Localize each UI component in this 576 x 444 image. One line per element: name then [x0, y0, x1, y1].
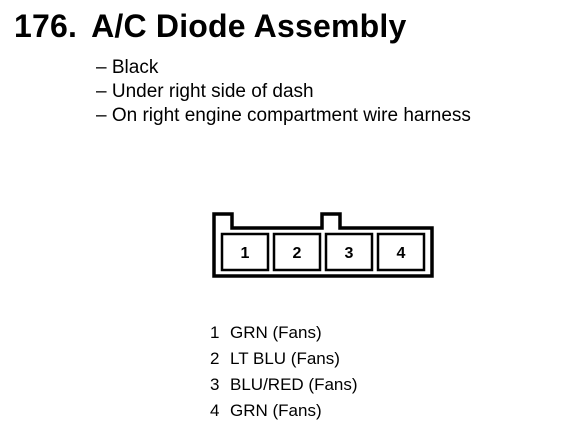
component-name: A/C Diode Assembly: [91, 8, 407, 44]
pin-row-number: 4: [210, 401, 220, 420]
pin-row-description: BLU/RED (Fans): [230, 375, 358, 394]
pin-row-3: 3 BLU/RED (Fans): [210, 372, 358, 398]
item-number: 176.: [14, 8, 78, 44]
component-notes: Black Under right side of dash On right …: [96, 56, 471, 128]
pin-cavity-3: [324, 232, 374, 272]
pin-label-1: 1: [241, 245, 250, 262]
pin-row-number: 1: [210, 323, 220, 342]
pin-row-2: 2 LT BLU (Fans): [210, 346, 358, 372]
note-location-harness: On right engine compartment wire harness: [96, 104, 471, 128]
pin-row-number: 2: [210, 349, 220, 368]
pin-label-2: 2: [293, 245, 302, 262]
pin-cavity-1: [220, 232, 270, 272]
pin-label-4: 4: [397, 245, 406, 262]
pin-label-3: 3: [345, 245, 354, 262]
pin-row-number: 3: [210, 375, 220, 394]
note-location-dash: Under right side of dash: [96, 80, 471, 104]
pin-row-1: 1 GRN (Fans): [210, 320, 358, 346]
note-color: Black: [96, 56, 471, 80]
pin-row-description: LT BLU (Fans): [230, 349, 340, 368]
page-title: 176. A/C Diode Assembly: [14, 8, 406, 45]
pin-cavity-2: [272, 232, 322, 272]
pin-row-description: GRN (Fans): [230, 323, 322, 342]
connector-housing: [212, 212, 434, 278]
connector-diagram: 1 2 3 4: [212, 212, 434, 278]
pin-cavity-4: [376, 232, 426, 272]
pin-row-4: 4 GRN (Fans): [210, 398, 358, 424]
pin-row-description: GRN (Fans): [230, 401, 322, 420]
